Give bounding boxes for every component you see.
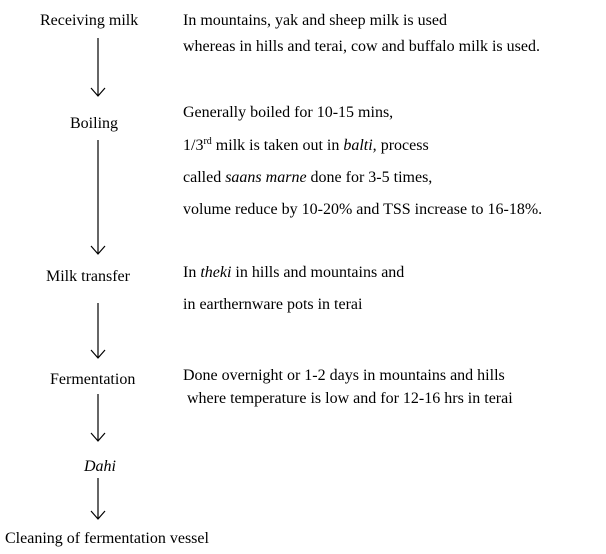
arrow-fermentation-to-dahi [90, 394, 106, 442]
step-fermentation: Fermentation [50, 371, 136, 388]
arrow-boiling-to-transfer [90, 140, 106, 255]
step-receiving-milk: Receiving milk [40, 12, 139, 29]
note-boiling-line-1: Generally boiled for 10-15 mins, [183, 104, 394, 121]
note-boiling-line-4: volume reduce by 10-20% and TSS increase… [183, 201, 543, 218]
note-boiling-line-2: 1/3rd milk is taken out in balti, proces… [183, 136, 429, 155]
note-transfer-line-1: In theki in hills and mountains and [183, 264, 405, 281]
arrow-transfer-to-fermentation [90, 303, 106, 359]
arrow-dahi-to-cleaning [90, 478, 106, 520]
step-milk-transfer: Milk transfer [46, 268, 130, 285]
note-fermentation-line-2: where temperature is low and for 12-16 h… [187, 390, 513, 407]
step-cleaning-vessel: Cleaning of fermentation vessel [5, 530, 209, 547]
step-dahi: Dahi [84, 458, 116, 475]
note-boiling-line-3: called saans marne done for 3-5 times, [183, 169, 433, 186]
arrow-receiving-to-boiling [90, 38, 106, 97]
step-boiling: Boiling [70, 115, 119, 132]
note-transfer-line-2: in earthernware pots in terai [183, 296, 363, 313]
note-fermentation-line-1: Done overnight or 1-2 days in mountains … [183, 367, 505, 384]
note-receiving-line-1: In mountains, yak and sheep milk is used [183, 12, 447, 29]
note-receiving-line-2: whereas in hills and terai, cow and buff… [183, 38, 540, 55]
